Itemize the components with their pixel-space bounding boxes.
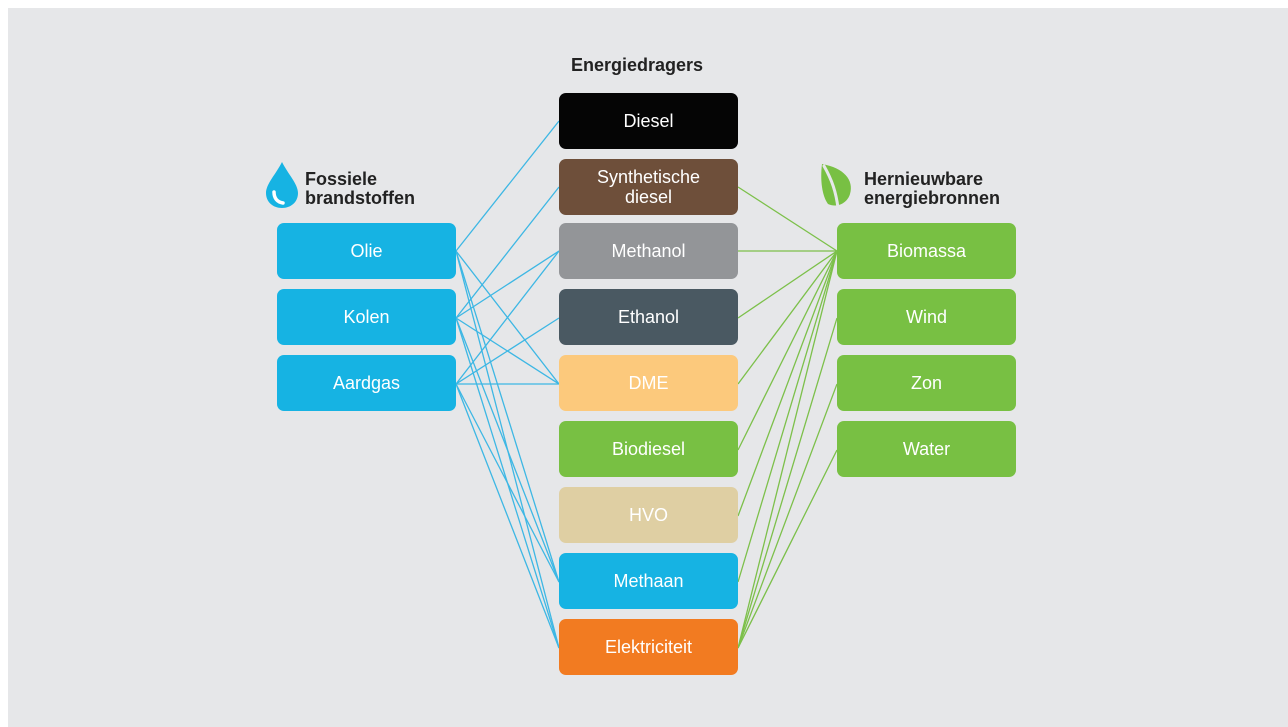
carrier-label-line1: Synthetische bbox=[596, 167, 701, 187]
carrier-node-methanol: Methanol bbox=[559, 223, 738, 279]
leaf-icon bbox=[821, 164, 851, 210]
fossil-link-line bbox=[455, 250, 560, 583]
renewable-node-water: Water bbox=[837, 421, 1016, 477]
carrier-label-line2: diesel bbox=[624, 187, 673, 207]
carrier-node-dme: DME bbox=[559, 355, 738, 411]
renewable-link-line bbox=[737, 383, 838, 649]
renewable-node-zon: Zon bbox=[837, 355, 1016, 411]
fossil-link-line bbox=[455, 250, 560, 385]
carrier-node-ethanol: Ethanol bbox=[559, 289, 738, 345]
renewable-link-line bbox=[737, 250, 838, 319]
renewable-link-line bbox=[737, 186, 838, 252]
carrier-node-biodiesel: Biodiesel bbox=[559, 421, 738, 477]
fossil-link-line bbox=[455, 317, 560, 385]
carrier-node-elektriciteit: Elektriciteit bbox=[559, 619, 738, 675]
carrier-node-methaan: Methaan bbox=[559, 553, 738, 609]
fossil-title-line2: brandstoffen bbox=[305, 188, 415, 208]
carrier-node-synthetische-diesel: Synthetische diesel bbox=[559, 159, 738, 215]
fossil-link-line bbox=[455, 383, 560, 649]
renewable-link-line bbox=[737, 250, 838, 517]
carriers-title: Energiedragers bbox=[571, 55, 704, 75]
fossil-node-olie: Olie bbox=[277, 223, 456, 279]
renewable-title-line2: energiebronnen bbox=[864, 188, 1001, 208]
fossil-link-line bbox=[455, 186, 560, 319]
fossil-link-line bbox=[455, 383, 560, 583]
renewable-node-biomassa: Biomassa bbox=[837, 223, 1016, 279]
renewable-title-line1: Hernieuwbare bbox=[864, 169, 984, 189]
fossil-title-line1: Fossiele bbox=[305, 169, 378, 189]
renewable-link-line bbox=[737, 250, 838, 451]
fossil-link-line bbox=[455, 317, 560, 583]
fossil-title: Fossiele brandstoffen bbox=[305, 170, 415, 208]
renewable-node-wind: Wind bbox=[837, 289, 1016, 345]
carrier-node-hvo: HVO bbox=[559, 487, 738, 543]
renewable-link-line bbox=[737, 250, 838, 649]
renewable-link-line bbox=[737, 449, 838, 649]
renewable-link-line bbox=[737, 250, 838, 385]
fossil-node-aardgas: Aardgas bbox=[277, 355, 456, 411]
renewable-title: Hernieuwbare energiebronnen bbox=[864, 170, 1000, 208]
renewable-link-line bbox=[737, 317, 838, 649]
fossil-link-line bbox=[455, 250, 560, 319]
water-drop-icon bbox=[266, 162, 298, 208]
fossil-link-line bbox=[455, 120, 560, 252]
renewable-link-line bbox=[737, 250, 838, 583]
carrier-node-diesel: Diesel bbox=[559, 93, 738, 149]
fossil-node-kolen: Kolen bbox=[277, 289, 456, 345]
